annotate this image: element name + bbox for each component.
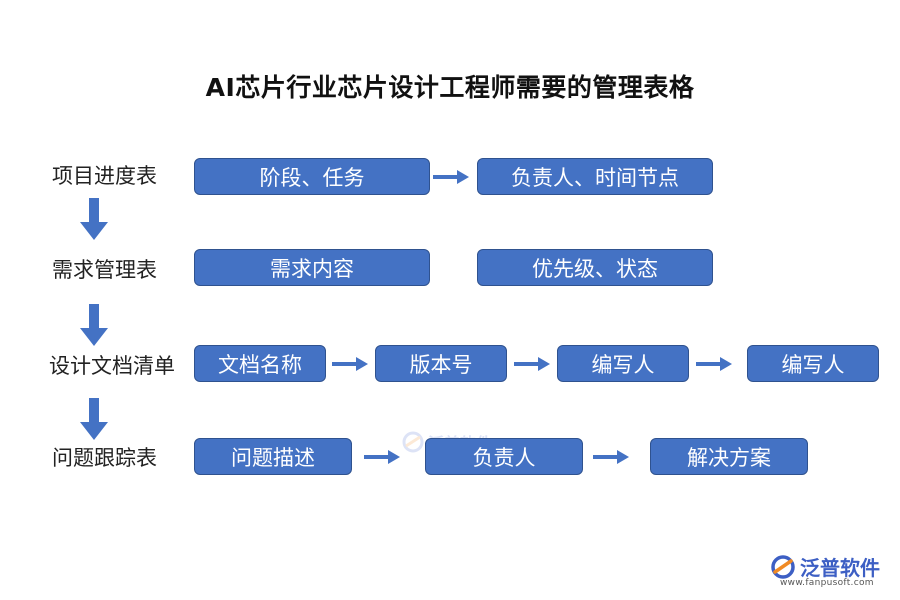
box-author-2: 编写人 <box>747 345 879 382</box>
box-requirement-content: 需求内容 <box>194 249 430 286</box>
right-arrow <box>332 357 368 371</box>
row-label-project-schedule: 项目进度表 <box>52 164 157 188</box>
box-solution: 解决方案 <box>650 438 808 475</box>
brand-logo: 泛普软件 <box>770 552 880 581</box>
down-arrow-1 <box>80 198 108 240</box>
right-arrow <box>514 357 550 371</box>
box-owner-milestone: 负责人、时间节点 <box>477 158 713 195</box>
box-priority-status: 优先级、状态 <box>477 249 713 286</box>
brand-url: www.fanpusoft.com <box>780 578 874 588</box>
box-document-name: 文档名称 <box>194 345 326 382</box>
brand-name: 泛普软件 <box>800 556 880 580</box>
row-label-design-docs: 设计文档清单 <box>49 354 175 378</box>
diagram-title: AI芯片行业芯片设计工程师需要的管理表格 <box>205 73 695 102</box>
box-version-number: 版本号 <box>375 345 507 382</box>
box-stage-task: 阶段、任务 <box>194 158 430 195</box>
box-issue-description: 问题描述 <box>194 438 352 475</box>
right-arrow <box>433 170 469 184</box>
row-label-issue-tracking: 问题跟踪表 <box>52 446 157 470</box>
box-issue-owner: 负责人 <box>425 438 583 475</box>
right-arrow <box>593 450 629 464</box>
row-label-requirements: 需求管理表 <box>52 258 157 282</box>
down-arrow-3 <box>80 398 108 440</box>
watermark-logo-icon <box>402 431 424 453</box>
right-arrow <box>364 450 400 464</box>
box-author: 编写人 <box>557 345 689 382</box>
fanpu-logo-icon <box>771 554 795 579</box>
right-arrow <box>696 357 732 371</box>
down-arrow-2 <box>80 304 108 346</box>
